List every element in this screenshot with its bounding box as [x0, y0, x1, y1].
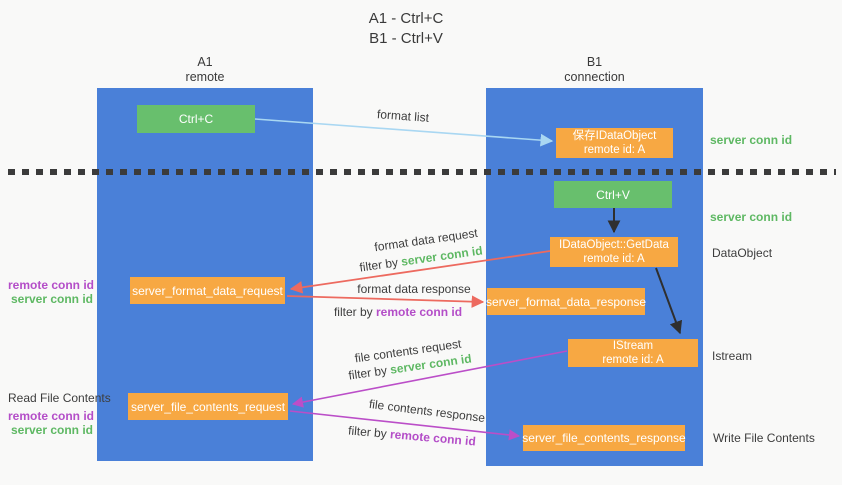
title-line-1: A1 - Ctrl+C [368, 10, 444, 27]
left-remote-conn-id-top: remote conn id [8, 278, 95, 292]
save-idataobject-line2: remote id: A [583, 144, 646, 156]
filter-by-remote-conn-id-label-1: filter by remote conn id [334, 305, 462, 319]
filter-by-text: filter by [347, 363, 388, 383]
left-server-conn-id-bottom: server conn id [10, 423, 93, 437]
save-idataobject-box: 保存IDataObject remote id: A [556, 128, 673, 158]
file-contents-response-label: file contents response [368, 396, 486, 426]
ctrl-v-label: Ctrl+V [596, 187, 630, 202]
format-data-response-label: format data response [357, 282, 471, 296]
read-file-contents-annotation: Read File Contents [8, 391, 111, 405]
server-format-data-request-box: server_format_data_request [130, 277, 285, 304]
save-idataobject-line1: 保存IDataObject [572, 130, 657, 142]
right-server-conn-id-mid: server conn id [710, 210, 793, 224]
idataobject-getdata-box: IDataObject::GetData remote id: A [550, 237, 678, 267]
file-response-label: server_file_contents_response [522, 431, 686, 445]
dotted-separator-line [8, 169, 836, 175]
remote-conn-id-text: remote conn id [389, 427, 477, 449]
ctrl-c-label: Ctrl+C [178, 112, 214, 126]
istream-box: IStream remote id: A [568, 339, 698, 367]
diagram-title: A1 - Ctrl+C B1 - Ctrl+V [0, 9, 812, 49]
left-server-conn-id-top: server conn id [10, 292, 93, 306]
column-b-role: connection [564, 70, 625, 84]
ctrl-v-box: Ctrl+V [554, 181, 672, 208]
arrow-format-data-response [286, 295, 485, 308]
remote-conn-id-text: remote conn id [376, 305, 463, 319]
column-a-name: A1 [197, 55, 213, 69]
format-request-label: server_format_data_request [132, 283, 283, 298]
title-line-2: B1 - Ctrl+V [369, 30, 443, 47]
column-a-role: remote [185, 70, 225, 84]
filter-by-text: filter by [347, 423, 388, 441]
filter-by-text: filter by [333, 305, 373, 319]
istream-line2: remote id: A [602, 354, 664, 366]
getdata-line2: remote id: A [583, 253, 645, 265]
left-remote-conn-id-bottom: remote conn id [8, 409, 95, 423]
column-a-header: A1 remote [97, 55, 313, 85]
filter-by-text: filter by [358, 255, 399, 275]
write-file-contents-annotation: Write File Contents [713, 431, 815, 445]
server-file-contents-request-box: server_file_contents_request [128, 393, 288, 420]
filter-by-remote-conn-id-label-2: filter by remote conn id [348, 423, 477, 448]
getdata-line1: IDataObject::GetData [559, 239, 669, 251]
format-response-label: server_format_data_response [485, 294, 647, 309]
server-file-contents-response-box: server_file_contents_response [522, 425, 686, 451]
column-b-name: B1 [586, 55, 603, 69]
server-format-data-response-box: server_format_data_response [485, 288, 647, 315]
ctrl-c-box: Ctrl+C [137, 105, 255, 133]
istream-annotation: Istream [712, 349, 753, 363]
format-list-label: format list [376, 107, 430, 125]
column-b-header: B1 connection [486, 55, 703, 85]
right-server-conn-id-top: server conn id [710, 133, 793, 147]
istream-line1: IStream [612, 340, 654, 352]
file-request-label: server_file_contents_request [130, 399, 286, 414]
dataobject-annotation: DataObject [712, 246, 773, 260]
